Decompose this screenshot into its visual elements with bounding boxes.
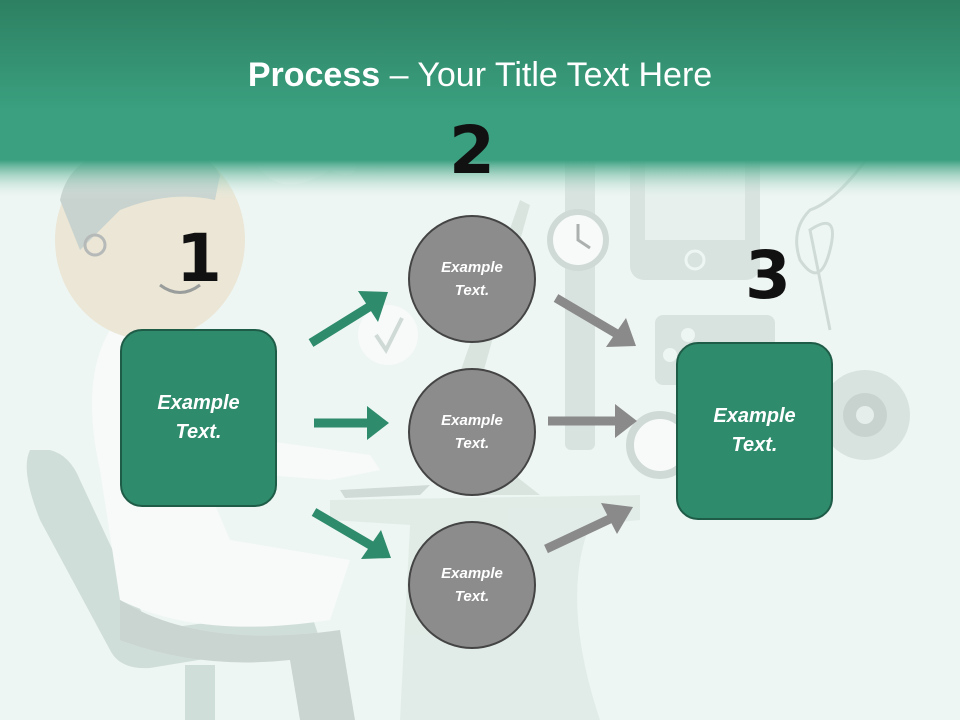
page-title: Process – Your Title Text Here (0, 50, 960, 100)
circle-bottom-text: Example Text. (441, 565, 503, 605)
step-1-text: Example Text. (157, 392, 240, 443)
step-3-text: Example Text. (713, 405, 796, 456)
circle-middle[interactable]: Example Text. (408, 368, 536, 496)
step-number-3: 3 (745, 237, 791, 314)
circle-top-text: Example Text. (441, 259, 503, 299)
title-bold: Process (247, 56, 381, 94)
step-1-box[interactable]: Example Text. (120, 329, 277, 507)
title-rest: – Your Title Text Here (380, 56, 713, 94)
circle-middle-text: Example Text. (441, 412, 503, 452)
circle-bottom[interactable]: Example Text. (408, 521, 536, 649)
header-bar: Process – Your Title Text Here (0, 0, 960, 135)
step-number-2: 2 (449, 112, 495, 189)
circle-top[interactable]: Example Text. (408, 215, 536, 343)
step-number-1: 1 (176, 220, 222, 297)
step-3-box[interactable]: Example Text. (676, 342, 833, 520)
